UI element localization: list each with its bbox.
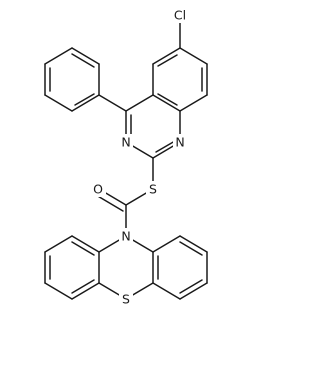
bond-ph-5-6-inner bbox=[71, 53, 95, 68]
bond-r-2-inner bbox=[179, 241, 203, 256]
bond-c5-c6 bbox=[152, 47, 181, 65]
atom-sulfur-ring: S bbox=[119, 291, 133, 307]
atom-n3: N bbox=[119, 134, 133, 150]
bond-l-4 bbox=[44, 282, 73, 300]
bond-c4a-c4 bbox=[125, 94, 154, 112]
bond-carbonyl-o-inner bbox=[95, 194, 124, 212]
bond-l-1 bbox=[71, 235, 100, 253]
atom-label-n-phenothiazine: N bbox=[121, 229, 130, 244]
atom-sulfur-thioester: S bbox=[146, 181, 160, 197]
bond-c6-c7 bbox=[179, 47, 208, 65]
atom-n-phenothiazine: N bbox=[119, 228, 133, 244]
bond-c5-c6-inner bbox=[157, 54, 178, 67]
atom-label-n3: N bbox=[121, 135, 130, 150]
bond-l-5 bbox=[71, 282, 100, 300]
atom-label-n1: N bbox=[175, 135, 184, 150]
bond-c8-c8a bbox=[179, 94, 208, 112]
atom-label-s-thioester: S bbox=[149, 182, 157, 197]
bond-r-1 bbox=[152, 235, 181, 253]
bond-c4-phenyl bbox=[98, 94, 127, 112]
bond-r-2 bbox=[179, 235, 208, 253]
atom-oxygen: O bbox=[91, 181, 106, 197]
molecule-structure-diagram: Cl N N S O N S bbox=[44, 7, 208, 307]
bond-l-2 bbox=[44, 235, 73, 253]
bond-ph-2-3 bbox=[44, 94, 73, 112]
bond-ph-1-2 bbox=[71, 94, 100, 112]
bond-r-5 bbox=[152, 282, 181, 300]
bond-l-5-inner bbox=[71, 279, 95, 294]
bond-layer bbox=[44, 21, 208, 300]
bond-c8a-c4a bbox=[152, 94, 181, 112]
bond-r-4 bbox=[179, 282, 208, 300]
atom-label-layer: Cl N N S O N S bbox=[91, 7, 190, 307]
bond-ph-4-5 bbox=[44, 47, 73, 65]
atom-chlorine: Cl bbox=[170, 7, 190, 23]
atom-n1: N bbox=[173, 134, 187, 150]
bond-ph-5-6 bbox=[71, 47, 100, 65]
bond-r-4-inner bbox=[179, 279, 203, 294]
atom-label-s-ring: S bbox=[122, 292, 130, 307]
bond-c8a-c4a-inner bbox=[157, 93, 178, 106]
bond-l-1-inner bbox=[71, 241, 95, 256]
bond-c2-n1-inner bbox=[155, 140, 176, 153]
atom-label-o: O bbox=[93, 182, 103, 197]
bond-ph-1-2-inner bbox=[74, 93, 95, 106]
atom-label-cl: Cl bbox=[174, 8, 186, 23]
